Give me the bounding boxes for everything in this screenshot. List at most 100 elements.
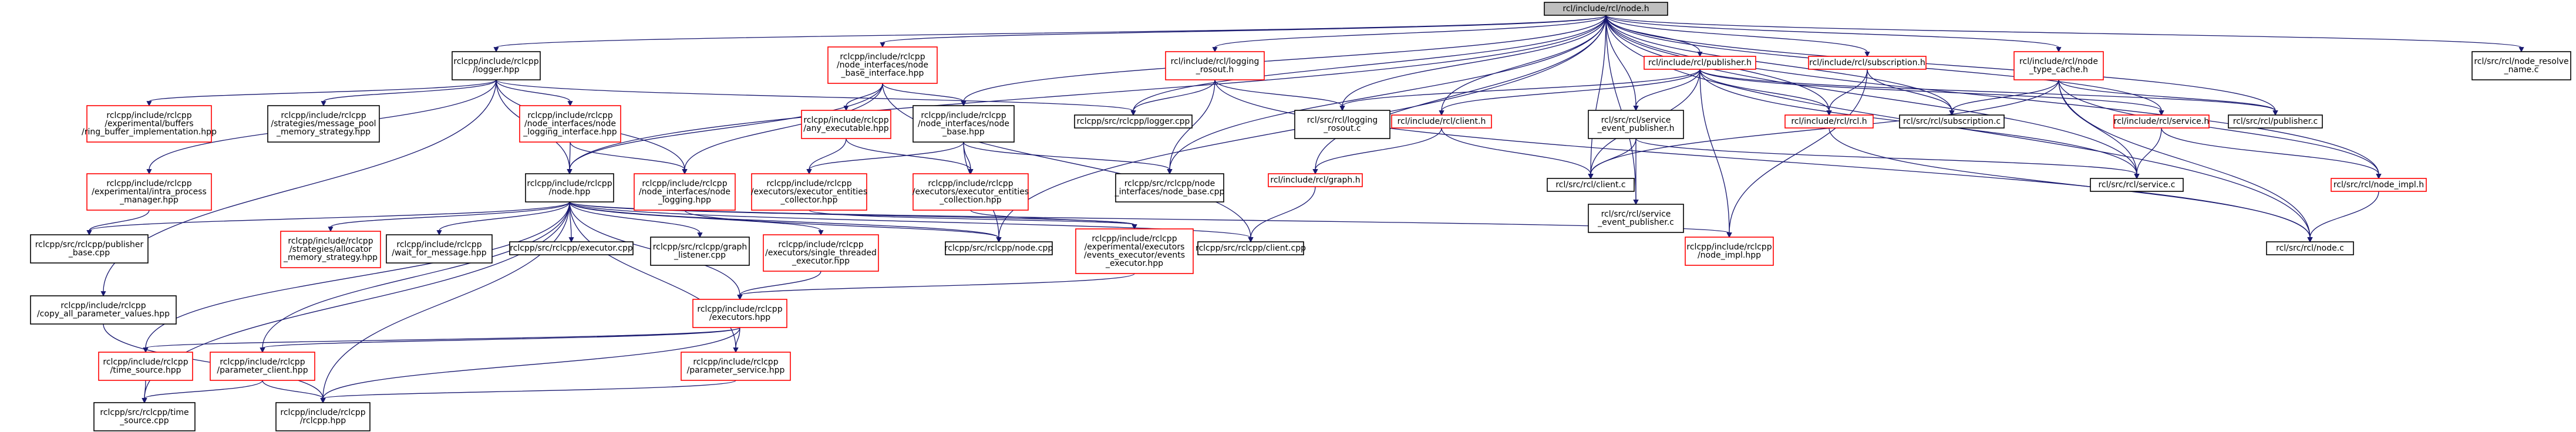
node-label-line: /node_interfaces/node	[639, 187, 730, 197]
node-parameter-client[interactable]: rclcpp/include/rclcpp/parameter_client.h…	[210, 352, 315, 381]
node-label-line: rcl/src/rcl/client.c	[1555, 180, 1625, 190]
node-time-source-cpp[interactable]: rclcpp/src/rclcpp/time_source.cpp	[93, 402, 196, 431]
edge-node_impl_h-to-node_c	[2307, 191, 2379, 243]
node-ni-node-base-cpp[interactable]: rclcpp/src/rclcpp/node_interfaces/node_b…	[1114, 173, 1225, 203]
node-box	[945, 241, 1053, 255]
edge-root-to-node_hpp	[567, 15, 1607, 175]
node-label-line: _memory_strategy.hpp	[283, 253, 378, 262]
node-label-line: rcl/src/rcl/subscription.c	[1903, 117, 2001, 126]
node-box	[30, 234, 149, 264]
edge-client_h-to-client_c	[1441, 127, 1594, 180]
node-subscription-h[interactable]: rcl/include/rcl/subscription.h	[1808, 56, 1927, 70]
node-label-line: rclcpp/src/rclcpp/time	[100, 408, 188, 417]
node-ni-logging-iface[interactable]: rclcpp/include/rclcpp/node_interfaces/no…	[519, 105, 621, 143]
node-parameter-service[interactable]: rclcpp/include/rclcpp/parameter_service.…	[681, 352, 791, 381]
nodes: rcl/include/rcl/node.h rclcpp/include/rcl…	[30, 2, 2571, 431]
node-any-executable[interactable]: rclcpp/include/rclcpp/any_executable.hpp	[801, 110, 891, 139]
node-box	[1588, 110, 1684, 139]
node-service-c[interactable]: rcl/src/rcl/service.c	[2090, 178, 2184, 192]
node-node-resolve-name-c[interactable]: rcl/src/rcl/node_resolve_name.c	[2471, 51, 2571, 80]
node-graph-listener-cpp[interactable]: rclcpp/src/rclcpp/graph_listener.cpp	[650, 237, 750, 266]
node-executors-hpp[interactable]: rclcpp/include/rclcpp/executors.hpp	[692, 299, 787, 328]
node-time-source-hpp[interactable]: rclcpp/include/rclcpp/time_source.hpp	[98, 352, 193, 381]
node-logging-rosout-h[interactable]: rcl/include/rcl/logging_rosout.h	[1165, 51, 1265, 80]
node-label-line: rclcpp/include/rclcpp	[106, 111, 191, 120]
node-exec-entities-collection[interactable]: rclcpp/include/rclcpp/executors/executor…	[912, 173, 1029, 211]
edge-ni_base_hpp-to-exec_entities_collector	[806, 141, 964, 175]
node-ni-base-iface[interactable]: rclcpp/include/rclcpp/node_interfaces/no…	[827, 46, 938, 84]
node-intra-process[interactable]: rclcpp/include/rclcpp/experimental/intra…	[86, 173, 212, 211]
node-client-cpp[interactable]: rclcpp/src/rclcpp/client.cpp	[1196, 241, 1306, 255]
node-rcl-h[interactable]: rcl/include/rcl/rcl.h	[1784, 114, 1874, 129]
node-label-line: _listener.cpp	[674, 251, 726, 260]
node-service-h[interactable]: rcl/include/rcl/service.h	[2113, 114, 2210, 129]
edge-client_h-to-graph_h	[1312, 127, 1442, 175]
edge-service_event_pub_h-to-client_c	[1588, 138, 1636, 180]
edge-node_type_cache_h-to-node_impl_h	[2058, 79, 2382, 180]
node-ni-node-logging[interactable]: rclcpp/include/rclcpp/node_interfaces/no…	[634, 173, 736, 211]
edge-root-to-ni_base_hpp	[961, 15, 1607, 107]
node-events-executor[interactable]: rclcpp/include/rclcpp/experimental/execu…	[1075, 228, 1194, 274]
node-single-threaded[interactable]: rclcpp/include/rclcpp/executors/single_t…	[763, 234, 879, 272]
node-client-h[interactable]: rcl/include/rcl/client.h	[1391, 114, 1492, 129]
edge-node_type_cache_h-to-node_c	[2058, 79, 2313, 243]
node-node-hpp[interactable]: rclcpp/include/rclcpp/node.hpp	[525, 173, 614, 203]
node-label-line: _memory_strategy.hpp	[276, 127, 371, 137]
node-label-line: rcl/include/rcl/service.h	[2114, 117, 2209, 126]
node-allocator-memory[interactable]: rclcpp/include/rclcpp/strategies/allocat…	[280, 231, 381, 268]
node-label-line: /rclcpp.hpp	[300, 416, 346, 426]
node-logging-rosout-c[interactable]: rcl/src/rcl/logging_rosout.c	[1294, 110, 1390, 139]
node-node-impl-hpp[interactable]: rclcpp/include/rclcpp/node_impl.hpp	[1685, 237, 1774, 266]
node-copy-all-param[interactable]: rclcpp/include/rclcpp/copy_all_parameter…	[30, 295, 177, 325]
edge-logging_rosout_h-to-logger_cpp	[1130, 79, 1215, 116]
node-buffers-ring[interactable]: rclcpp/include/rclcpp/experimental/buffe…	[82, 105, 217, 143]
node-label-line: /any_executable.hpp	[803, 124, 889, 133]
node-label-line: rcl/src/rcl/service	[1601, 116, 1671, 125]
node-service-event-pub-c[interactable]: rcl/src/rcl/service_event_publisher.c	[1588, 204, 1684, 233]
node-label-line: rclcpp/include/rclcpp	[693, 357, 778, 367]
node-wait-for-message[interactable]: rclcpp/include/rclcpp/wait_for_message.h…	[386, 234, 493, 264]
node-label-line: rclcpp/include/rclcpp	[281, 111, 366, 120]
node-message-pool[interactable]: rclcpp/include/rclcpp/strategies/message…	[267, 105, 380, 143]
node-publisher-c[interactable]: rcl/src/rcl/publisher.c	[2228, 114, 2323, 129]
node-subscription-c[interactable]: rcl/src/rcl/subscription.c	[1899, 114, 2005, 129]
node-logger-hpp[interactable]: rclcpp/include/rclcpp/logger.hpp	[452, 51, 541, 80]
node-box	[1197, 241, 1304, 255]
node-publisher-h[interactable]: rcl/include/rcl/publisher.h	[1644, 56, 1756, 70]
node-rclcpp-hpp[interactable]: rclcpp/include/rclcpp/rclcpp.hpp	[275, 402, 371, 431]
edge-publisher_h-to-logging_rosout_c	[1339, 69, 1701, 112]
node-exec-entities-collector[interactable]: rclcpp/include/rclcpp/executors/executor…	[751, 173, 867, 211]
node-label-line: rclcpp/include/rclcpp	[1686, 242, 1772, 252]
node-node-type-cache-h[interactable]: rcl/include/rcl/node_type_cache.h	[2013, 51, 2104, 80]
edge-ni_base_iface-to-ni_base_hpp	[882, 83, 967, 107]
node-service-event-pub-h[interactable]: rcl/src/rcl/service_event_publisher.h	[1588, 110, 1684, 139]
node-node-cpp[interactable]: rclcpp/src/rclcpp/node.cpp	[945, 241, 1053, 255]
node-label-line: rclcpp/include/rclcpp	[697, 305, 782, 314]
node-label-line: _name.c	[2504, 65, 2539, 75]
edge-logger_hpp-to-message_pool	[321, 79, 497, 107]
node-node-c[interactable]: rcl/src/rcl/node.c	[2266, 241, 2354, 255]
node-label-line: _logging_interface.hpp	[523, 127, 617, 137]
node-label-line: _executor.hpp	[1105, 259, 1163, 268]
node-label-line: /executors.hpp	[709, 313, 770, 322]
edge-subscription_h-to-node_impl_hpp	[1726, 69, 1868, 238]
node-label-line: rclcpp/src/rclcpp/publisher	[35, 240, 144, 249]
edge-parameter_client-to-time_source_cpp	[142, 380, 263, 404]
edge-executors_hpp-to-parameter_service	[733, 327, 740, 353]
node-client-c[interactable]: rcl/src/rcl/client.c	[1547, 178, 1635, 192]
node-box	[2113, 114, 2210, 129]
node-logger-cpp[interactable]: rclcpp/src/rclcpp/logger.cpp	[1074, 114, 1193, 129]
node-label-line: _logging.hpp	[658, 195, 711, 205]
node-graph-h[interactable]: rcl/include/rcl/graph.h	[1268, 173, 1363, 187]
node-executor-cpp[interactable]: rclcpp/src/rclcpp/executor.cpp	[509, 241, 634, 255]
node-box	[525, 173, 614, 203]
node-root[interactable]: rcl/include/rcl/node.h	[1544, 2, 1668, 16]
edge-any_executable-to-exec_entities_collector	[806, 138, 847, 175]
node-label-line: rclcpp/include/rclcpp	[642, 179, 727, 188]
node-publisher-base-cpp[interactable]: rclcpp/src/rclcpp/publisher_base.cpp	[30, 234, 149, 264]
node-box	[1899, 114, 2005, 129]
node-node-impl-h[interactable]: rcl/src/rcl/node_impl.h	[2331, 178, 2427, 192]
node-label-line: rclcpp/include/rclcpp	[103, 357, 188, 367]
node-label-line: rclcpp/include/rclcpp	[928, 179, 1013, 188]
node-ni-base-hpp[interactable]: rclcpp/include/rclcpp/node_interfaces/no…	[912, 105, 1015, 143]
